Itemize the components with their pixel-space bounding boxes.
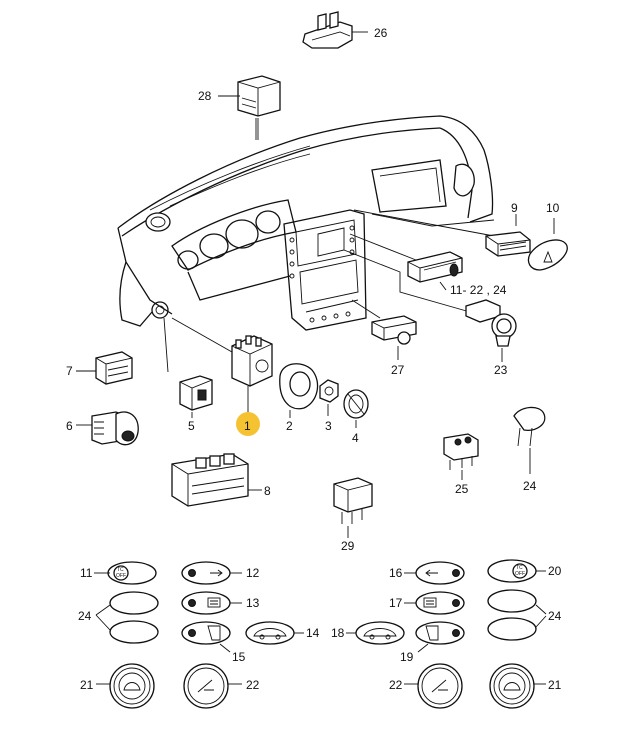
callout-6: 6 (66, 419, 73, 433)
callout-10: 10 (546, 201, 560, 215)
knob-22-right (404, 663, 463, 709)
callout-28: 28 (198, 89, 212, 103)
svg-text:TC: TC (117, 567, 124, 573)
button-19 (415, 621, 465, 653)
part-1-highlight-marker (236, 412, 260, 436)
button-16 (404, 561, 465, 585)
knob-22-left (183, 663, 242, 709)
callout-b12: 12 (246, 566, 260, 580)
part-1-ignition-switch (231, 335, 273, 387)
part-5-switch (179, 375, 213, 418)
callout-9: 9 (511, 201, 518, 215)
svg-text:OFF: OFF (515, 571, 525, 577)
callout-23: 23 (494, 363, 508, 377)
callout-b22-right: 22 (389, 678, 403, 692)
callout-5: 5 (188, 419, 195, 433)
button-18 (346, 621, 405, 645)
callout-b16: 16 (389, 566, 403, 580)
callout-11-22-24: 11- 22 , 24 (450, 283, 507, 297)
callout-1: 1 (244, 419, 251, 433)
callout-b24-right: 24 (548, 609, 562, 623)
leader-lines (163, 118, 495, 414)
part-24-switch-cap (513, 406, 546, 474)
button-13-rear-defrost (181, 591, 242, 615)
callout-24-top: 24 (523, 479, 537, 493)
button-14 (245, 621, 304, 645)
part-6-switch (76, 411, 139, 446)
part-10-hazard-button (527, 218, 568, 271)
part-11-switch-bank (407, 251, 463, 291)
callout-26: 26 (374, 26, 388, 40)
callout-7: 7 (66, 364, 73, 378)
part-26-bracket (302, 11, 368, 49)
button-20-tc-off: TC OFF (487, 559, 546, 583)
button-24-left-blanks (95, 591, 159, 644)
svg-text:OFF: OFF (116, 573, 126, 579)
callout-b21-right: 21 (548, 678, 562, 692)
part-23-lighter (465, 299, 517, 362)
callout-25: 25 (455, 482, 469, 496)
callout-b18: 18 (331, 626, 345, 640)
part-7-switch (76, 351, 133, 385)
part-29-relay (333, 477, 373, 538)
callout-b20: 20 (548, 564, 562, 578)
button-15 (181, 621, 231, 653)
button-12 (181, 561, 242, 585)
part-2-bezel (279, 363, 319, 418)
callout-4: 4 (352, 431, 359, 445)
callout-b15: 15 (232, 650, 246, 664)
button-11-tc-off: TC OFF (94, 561, 157, 585)
callout-b24-left: 24 (78, 609, 92, 623)
callout-8: 8 (264, 484, 271, 498)
callout-3: 3 (325, 419, 332, 433)
part-28-relay (218, 75, 281, 140)
button-24-right-blanks (487, 589, 547, 641)
callout-b14: 14 (306, 626, 320, 640)
part-25-switch (443, 433, 479, 480)
callout-29: 29 (341, 539, 355, 553)
knob-21-right (489, 663, 546, 709)
part-27-mirror-switch (371, 315, 417, 360)
callout-b11: 11 (80, 566, 93, 580)
svg-text:TC: TC (516, 565, 523, 571)
part-3-nut (319, 379, 339, 416)
callout-2: 2 (286, 419, 293, 433)
callout-27: 27 (391, 363, 405, 377)
callout-b17: 17 (389, 596, 403, 610)
button-17-rear-defrost (404, 591, 465, 615)
knob-21-left (96, 663, 155, 709)
part-8-switch-panel (171, 453, 262, 507)
dashboard-assembly (117, 115, 495, 331)
callout-b22-left: 22 (246, 678, 260, 692)
part-9-switch (485, 214, 531, 257)
callout-b19: 19 (400, 650, 414, 664)
callout-b21-left: 21 (80, 678, 94, 692)
callout-b13: 13 (246, 596, 260, 610)
part-4-knob (343, 389, 369, 428)
